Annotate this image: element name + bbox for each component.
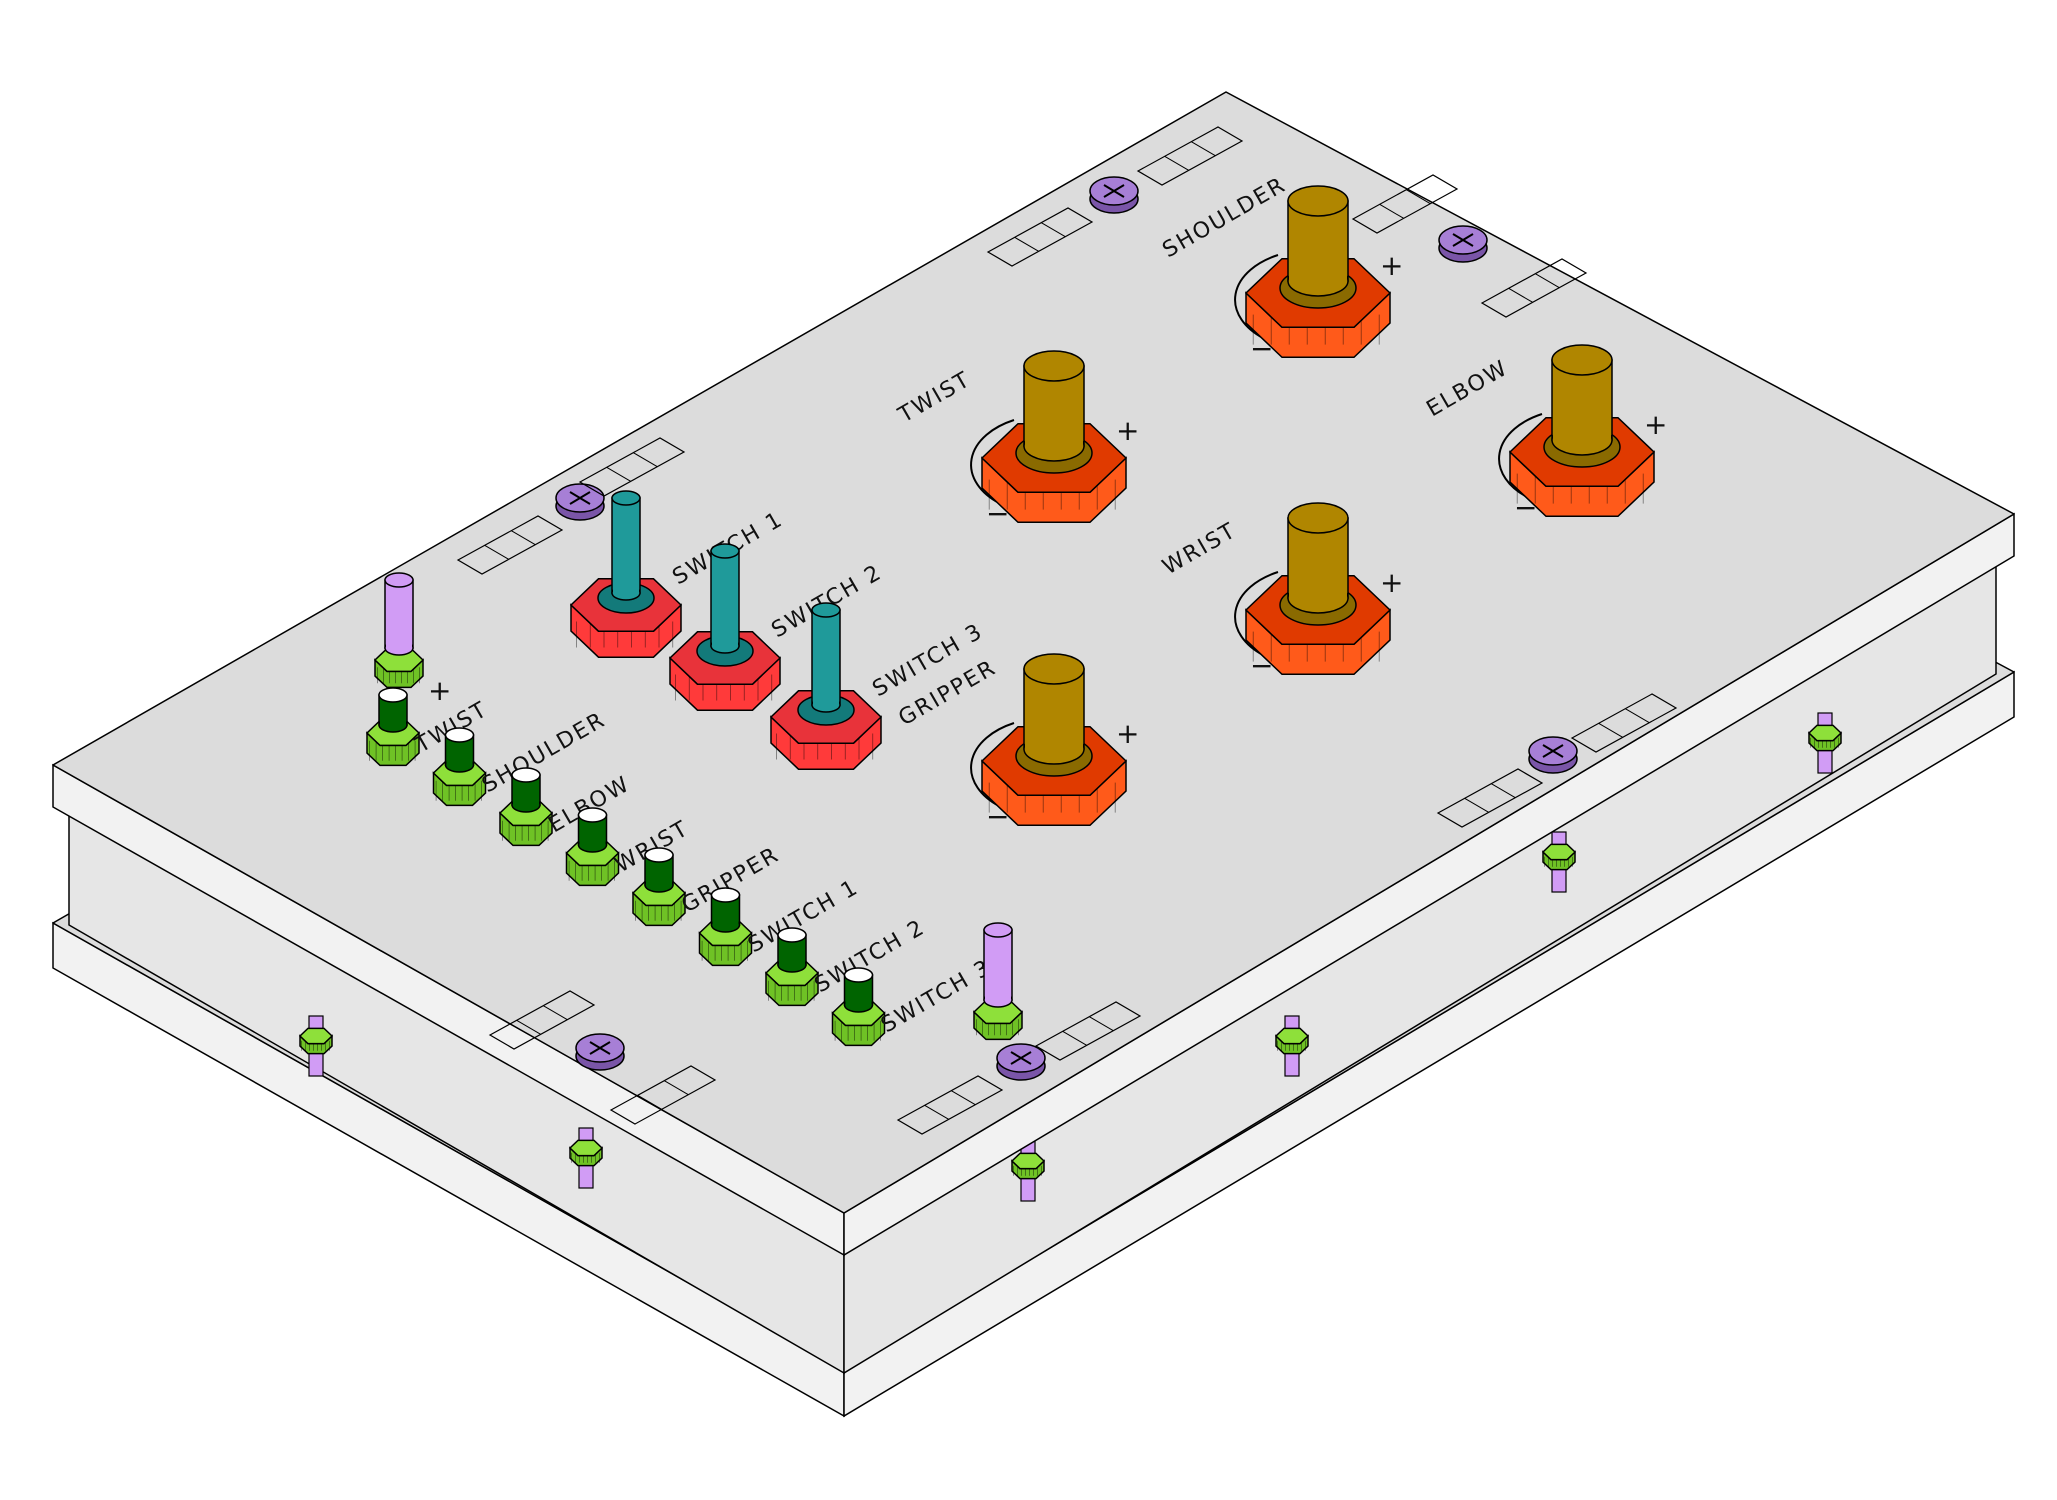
slot-divider <box>1598 722 1623 738</box>
panel-components: SHOULDER+−TWIST+−ELBOW+−WRIST+−GRIPPER+−… <box>365 126 1678 1135</box>
joystick-stick-cap <box>1287 185 1349 217</box>
slot-divider <box>1464 797 1489 813</box>
joystick-shoulder: SHOULDER+− <box>1159 172 1404 365</box>
joystick-stick-cap <box>1551 344 1613 376</box>
screw-cross-icon <box>569 491 591 505</box>
screw-cross-icon <box>589 1041 611 1055</box>
standoff-nut-top <box>1541 843 1577 861</box>
plus-sign: + <box>1380 249 1403 282</box>
indicator-led-cap <box>444 727 475 743</box>
switch-lever-fill <box>712 551 738 646</box>
plus-sign: + <box>1380 566 1403 599</box>
minus-sign: − <box>1250 332 1273 365</box>
minus-sign: − <box>986 800 1009 833</box>
plus-sign: + <box>1116 414 1139 447</box>
screw-cross-icon <box>1542 744 1564 758</box>
switch-lever-cap <box>811 602 841 618</box>
range-arc <box>1234 571 1279 656</box>
slot-divider <box>1535 273 1560 289</box>
rod-cap <box>983 922 1013 938</box>
screw-cross-icon <box>1452 233 1474 247</box>
indicator-led-cap <box>644 847 674 863</box>
joystick-stick-cap <box>1287 502 1349 534</box>
minus-sign: − <box>1514 491 1537 524</box>
slot-divider <box>1062 1030 1087 1046</box>
joystick-stick-cap <box>1023 653 1085 685</box>
top-plate-face <box>52 91 2015 1214</box>
slot-divider <box>637 1094 662 1110</box>
slot-divider <box>1014 236 1039 252</box>
indicator-led-cap <box>777 927 807 943</box>
slot-divider <box>1191 141 1216 157</box>
slot-divider <box>1041 222 1066 238</box>
slot-divider <box>484 544 509 560</box>
standoff-nut-top <box>1807 724 1843 742</box>
minus-sign: − <box>1250 649 1273 682</box>
joystick-stick-cap <box>1023 350 1085 382</box>
slot-divider <box>951 1090 976 1106</box>
range-arc <box>1498 413 1543 498</box>
slot-divider <box>924 1104 949 1120</box>
indicator-led-cap <box>378 687 408 703</box>
standoff-nut-top <box>1274 1027 1310 1045</box>
indicator-led-cap <box>843 967 874 983</box>
switch-lever-cap <box>611 490 641 506</box>
indicator-plus: + <box>428 674 451 707</box>
slot-divider <box>1625 708 1650 724</box>
slot-divider <box>633 452 658 468</box>
indicator-led-cap <box>577 807 608 823</box>
switch-lever-fill <box>613 498 639 593</box>
range-arc <box>970 419 1015 504</box>
rod-cap <box>384 572 414 588</box>
slot-divider <box>1406 189 1431 205</box>
slot-divider <box>664 1080 689 1096</box>
switch-lever-cap <box>710 543 740 559</box>
slot-divider <box>1491 783 1516 799</box>
rod-fill <box>985 930 1011 1000</box>
top-plate <box>52 91 2015 1257</box>
screw-cross-icon <box>1010 1051 1032 1065</box>
range-arc <box>1234 254 1279 339</box>
slot-divider <box>1508 287 1533 303</box>
slot-divider <box>516 1019 541 1035</box>
rod-fill <box>386 580 412 648</box>
slot-divider <box>1089 1016 1114 1032</box>
indicator-led-cap <box>511 767 541 783</box>
switch-lever-fill <box>813 610 839 705</box>
plus-sign: + <box>1116 717 1139 750</box>
standoff-nut-top <box>298 1027 334 1045</box>
range-arc <box>970 722 1015 807</box>
standoffs <box>298 712 1843 1202</box>
standoff-nut-top <box>1010 1152 1046 1170</box>
slot-divider <box>543 1005 568 1021</box>
indicator-led-cap <box>710 887 741 903</box>
standoff-nut-top <box>568 1139 604 1157</box>
slot-divider <box>1164 155 1189 171</box>
plus-sign: + <box>1644 408 1667 441</box>
slot-divider <box>511 530 536 546</box>
slot-divider <box>1379 203 1404 219</box>
slot-divider <box>606 466 631 482</box>
minus-sign: − <box>986 497 1009 530</box>
screw-cross-icon <box>1103 184 1125 198</box>
